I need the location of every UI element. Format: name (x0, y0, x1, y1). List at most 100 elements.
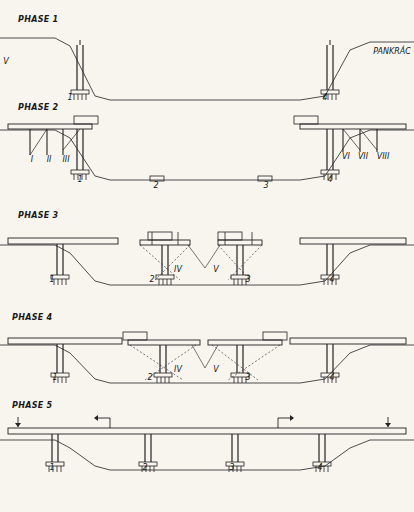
construction-line (152, 232, 153, 245)
callout-number: 3 (229, 464, 234, 472)
load-arrow (15, 423, 21, 427)
callout-number: 4 (322, 94, 327, 102)
bridge-deck (208, 340, 282, 345)
bridge-deck (128, 340, 200, 345)
pier (321, 45, 339, 100)
construction-line (145, 345, 196, 380)
pier (71, 45, 89, 100)
pier (154, 345, 172, 383)
construction-line (343, 129, 360, 150)
callout-number: 3 (245, 276, 250, 284)
bridge-deck (8, 124, 92, 129)
callout-number: 1 (67, 94, 72, 102)
callout-number: I (31, 156, 33, 164)
construction-line (205, 345, 218, 368)
callout-number: VIII (377, 153, 390, 161)
construction-line (360, 129, 377, 150)
callout-number: 2 (149, 276, 154, 284)
callout-number: V (213, 266, 218, 274)
pier (321, 244, 339, 285)
construction-line (30, 129, 47, 155)
pier (226, 434, 244, 472)
bridge-deck (300, 124, 406, 129)
form-traveller (123, 332, 147, 340)
construction-line (130, 345, 183, 380)
form-traveller (294, 116, 318, 124)
callout-number: IV (174, 366, 182, 374)
callout-number: IV (174, 266, 182, 274)
pier (313, 434, 331, 472)
construction-line (155, 245, 190, 280)
pier (139, 434, 157, 472)
callout-number: 4 (329, 276, 334, 284)
construction-line (46, 129, 47, 155)
callout-number: 2 (153, 182, 158, 190)
place-name: PANKRÁC (373, 48, 411, 56)
construction-line (278, 418, 290, 419)
construction-line (80, 40, 81, 45)
callout-number: 1 (52, 374, 57, 382)
callout-number: VI (342, 153, 350, 161)
callout-number: 1 (49, 276, 54, 284)
phase-title: PHASE 1 (18, 16, 58, 24)
valley-profile (0, 345, 414, 383)
callout-number: III (62, 156, 69, 164)
form-traveller (74, 116, 98, 124)
callout-number: 1 (49, 464, 54, 472)
valley-profile (0, 130, 414, 180)
prestress-arrow (290, 415, 294, 421)
construction-line (188, 245, 205, 268)
bridge-deck (140, 240, 190, 245)
bridge-deck (8, 238, 118, 244)
construction-line (110, 418, 111, 428)
load-arrow (385, 423, 391, 427)
bridge-deck (290, 338, 406, 344)
callout-number: 4 (327, 176, 332, 184)
valley-profile (0, 38, 414, 100)
bridge-deck (300, 238, 406, 244)
callout-number: 2 (147, 374, 152, 382)
bridge-deck (8, 428, 406, 434)
phase-title: PHASE 4 (12, 314, 52, 322)
callout-number: 4 (317, 464, 322, 472)
callout-number: 1 (77, 176, 82, 184)
construction-line (205, 245, 220, 268)
form-traveller (263, 332, 287, 340)
construction-line (212, 345, 258, 380)
construction-line (359, 129, 360, 152)
bridge-deck (8, 338, 122, 344)
valley-profile (0, 245, 414, 285)
callout-number: 3 (263, 182, 268, 190)
construction-line (98, 418, 110, 419)
phase-title: PHASE 2 (18, 104, 58, 112)
callout-number: V (3, 58, 8, 66)
callout-number: V (213, 366, 218, 374)
construction-line (29, 129, 30, 155)
callout-number: 4 (329, 374, 334, 382)
pier (321, 344, 339, 383)
construction-line (192, 345, 205, 368)
callout-number: VII (358, 153, 368, 161)
construction-line (278, 418, 279, 428)
construction-line (228, 245, 262, 280)
callout-number: II (47, 156, 52, 164)
construction-line (342, 129, 343, 152)
form-traveller (218, 232, 242, 240)
construction-line (63, 129, 80, 150)
valley-profile (0, 440, 414, 470)
phase-title: PHASE 5 (12, 402, 52, 410)
callout-number: 3 (245, 374, 250, 382)
construction-line (330, 40, 331, 45)
construction-line (140, 245, 180, 280)
construction-line (252, 232, 253, 245)
construction-line (228, 345, 280, 380)
pier (51, 344, 69, 383)
construction-line (225, 232, 226, 245)
pier (321, 129, 339, 180)
construction-line (62, 129, 63, 155)
prestress-arrow (94, 415, 98, 421)
construction-line (376, 129, 377, 152)
pier (46, 434, 64, 472)
construction-line (178, 232, 179, 245)
